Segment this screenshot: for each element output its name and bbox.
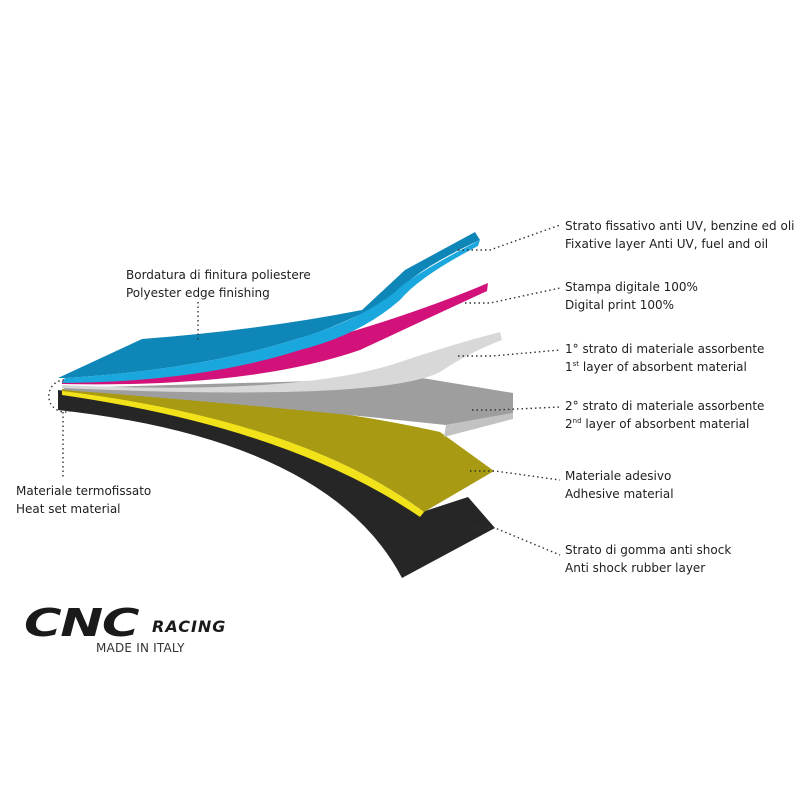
label-it: 1° strato di materiale assorbente bbox=[565, 342, 765, 356]
label-rubber: Strato di gomma anti shock Anti shock ru… bbox=[565, 541, 731, 577]
label-en: Heat set material bbox=[16, 502, 121, 516]
layer-absorbent-1 bbox=[62, 332, 502, 393]
layer-absorbent-2-edge bbox=[444, 413, 513, 437]
label-en: Fixative layer Anti UV, fuel and oil bbox=[565, 237, 769, 251]
label-digital-print: Stampa digitale 100% Digital print 100% bbox=[565, 278, 698, 314]
label-en: 1st layer of absorbent material bbox=[565, 360, 747, 374]
label-it: Stampa digitale 100% bbox=[565, 280, 698, 294]
layer-uv-fixative bbox=[58, 232, 480, 378]
label-en: Adhesive material bbox=[565, 487, 674, 501]
layer-adhesive bbox=[62, 389, 494, 512]
label-absorbent-1: 1° strato di materiale assorbente 1st la… bbox=[565, 340, 764, 376]
layer-digital-print bbox=[62, 283, 488, 385]
label-en: Polyester edge finishing bbox=[126, 286, 270, 300]
label-en: Digital print 100% bbox=[565, 298, 675, 312]
label-en: Anti shock rubber layer bbox=[565, 561, 706, 575]
label-adhesive: Materiale adesivo Adhesive material bbox=[565, 467, 674, 503]
cnc-racing-logo: CNC RACING bbox=[24, 601, 225, 645]
label-uv-layer: Strato fissativo anti UV, benzine ed oli… bbox=[565, 217, 794, 253]
label-it: 2° strato di materiale assorbente bbox=[565, 399, 765, 413]
label-heat-set: Materiale termofissato Heat set material bbox=[16, 482, 151, 518]
layer-rubber bbox=[58, 390, 495, 578]
label-en: 2nd layer of absorbent material bbox=[565, 417, 750, 431]
layer-uv-fixative-edge bbox=[62, 240, 480, 383]
label-it: Bordatura di finitura poliestere bbox=[126, 268, 311, 282]
label-it: Materiale adesivo bbox=[565, 469, 672, 483]
label-it: Materiale termofissato bbox=[16, 484, 152, 498]
label-it: Strato fissativo anti UV, benzine ed oli bbox=[565, 219, 795, 233]
made-in-italy: MADE IN ITALY bbox=[96, 641, 185, 655]
logo-racing: RACING bbox=[152, 617, 227, 636]
label-it: Strato di gomma anti shock bbox=[565, 543, 732, 557]
logo-cnc: CNC bbox=[24, 601, 140, 645]
leader-lines bbox=[48, 224, 561, 556]
label-absorbent-2: 2° strato di materiale assorbente 2nd la… bbox=[565, 397, 764, 433]
label-edge-finishing: Bordatura di finitura poliestere Polyest… bbox=[126, 266, 311, 302]
